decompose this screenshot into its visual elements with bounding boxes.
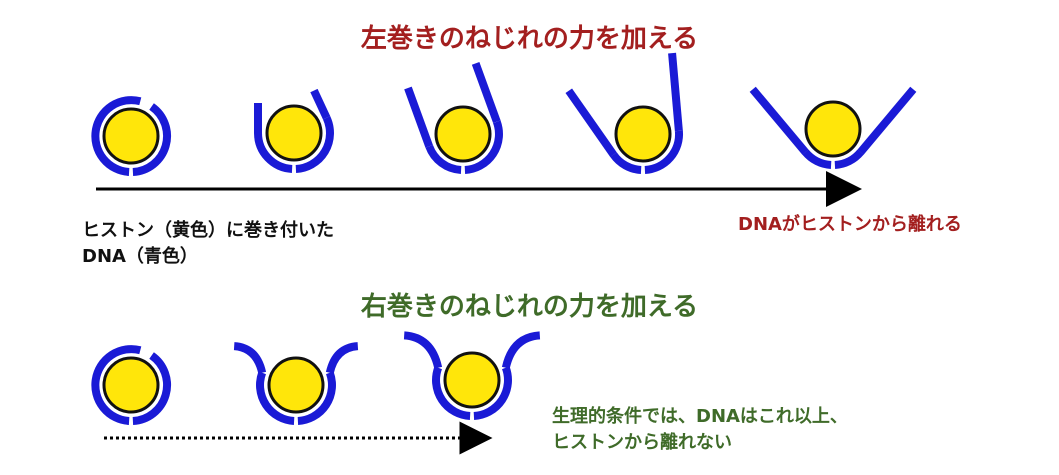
histone-label-line1: ヒストン（黄色）に巻き付いた [82, 220, 334, 241]
dna-strand-left [610, 152, 642, 174]
dna-strand-right [834, 149, 864, 169]
dna-arm-right [501, 331, 541, 369]
dna-seam [462, 165, 464, 175]
dna-arm-left [403, 331, 443, 369]
dna-arm-right [325, 342, 359, 374]
dna-arm-left [749, 86, 809, 155]
dna-seam [642, 165, 644, 175]
dna-strand-right [295, 116, 334, 173]
dna-arm-left [565, 88, 617, 157]
dna-arm-right [857, 86, 917, 155]
dna-strand-right [473, 366, 512, 420]
bottom-title: 右巻きのねじれの力を加える [360, 292, 699, 322]
nucleosome [91, 345, 172, 426]
dna-strand-left [802, 149, 832, 169]
histone-core [614, 105, 672, 163]
dna-seam [471, 411, 473, 421]
dna-arm-right [668, 52, 683, 132]
nucleosome [91, 96, 172, 177]
dna-strand-right [464, 120, 503, 174]
physiological-label-line2: ヒストンから離れない [552, 432, 732, 453]
dna-strand-right [644, 130, 683, 174]
histone-label-line2: DNA（青色） [82, 246, 198, 267]
dna-strand-right [132, 103, 172, 176]
histone-core [102, 107, 160, 165]
top-title: 左巻きのねじれの力を加える [360, 24, 699, 54]
nucleosome [403, 331, 541, 421]
dna-arm-left [404, 86, 433, 148]
nucleosome [749, 86, 917, 170]
dna-seam [130, 416, 132, 426]
histone-core [804, 100, 862, 158]
dna-seam [295, 416, 297, 426]
dna-arm-right [471, 62, 501, 124]
dna-arm-left [233, 342, 267, 374]
dna-strand-right [132, 352, 172, 425]
physiological-label-line1: 生理的条件では、DNAはこれ以上、 [552, 406, 848, 427]
dna-release-label: DNAがヒストンから離れる [738, 214, 962, 235]
dna-seam [130, 167, 132, 177]
nucleosome [565, 52, 683, 175]
histone-core [443, 351, 501, 409]
dna-seam [293, 164, 295, 174]
dna-strand-left [432, 366, 471, 420]
nucleosome [253, 88, 334, 174]
nucleosome [233, 342, 359, 426]
nucleosome [404, 62, 503, 175]
dna-strand-left [91, 345, 142, 425]
histone-core [102, 356, 160, 414]
dna-strand-left [256, 371, 295, 425]
dna-seam [832, 160, 834, 170]
dna-arm-right [310, 88, 331, 120]
histone-core [267, 356, 325, 414]
dna-strand-left [253, 132, 293, 173]
dna-strand-right [297, 371, 336, 425]
histone-core [265, 104, 323, 162]
dna-strand-left [91, 96, 142, 176]
histone-core [434, 105, 492, 163]
dna-strand-left [425, 144, 462, 174]
